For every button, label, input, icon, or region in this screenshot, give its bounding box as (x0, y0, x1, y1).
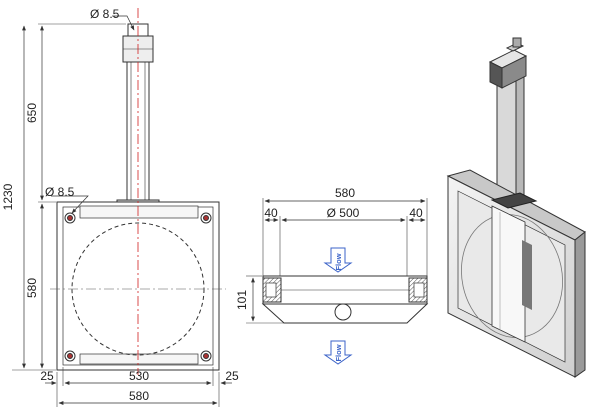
corner-holes (64, 212, 212, 362)
dim-hole-top: Ø 8.5 (90, 7, 120, 21)
dim-hole-frame: Ø 8.5 (45, 185, 75, 199)
dim-total-height: 1230 (1, 183, 15, 210)
flow-label-top: Flow (334, 253, 343, 270)
iso-view (446, 37, 586, 378)
dim-bore: Ø 500 (327, 206, 360, 220)
section-stem-hole (334, 303, 352, 321)
leader-top-hole (112, 15, 135, 31)
flow-label-bottom: Flow (334, 344, 343, 361)
iso-gate-blade (491, 205, 526, 343)
dim-margin-right: 25 (225, 369, 239, 383)
front-view (12, 8, 232, 407)
dim-frame-height: 580 (25, 278, 39, 298)
section-view (246, 198, 429, 324)
dim-right-offset: 40 (409, 206, 423, 220)
flow-arrow-bottom: Flow (323, 340, 353, 365)
dim-section-height: 101 (235, 290, 249, 310)
leader-frame-hole (51, 195, 89, 214)
dim-stem-height: 650 (25, 103, 39, 123)
dim-left-offset: 40 (264, 206, 278, 220)
dim-inner-width: 530 (129, 369, 149, 383)
flow-arrow-top: Flow (323, 247, 353, 273)
dim-overall-width: 580 (129, 389, 149, 403)
dim-margin-left: 25 (40, 369, 54, 383)
dim-section-width: 580 (335, 186, 355, 200)
